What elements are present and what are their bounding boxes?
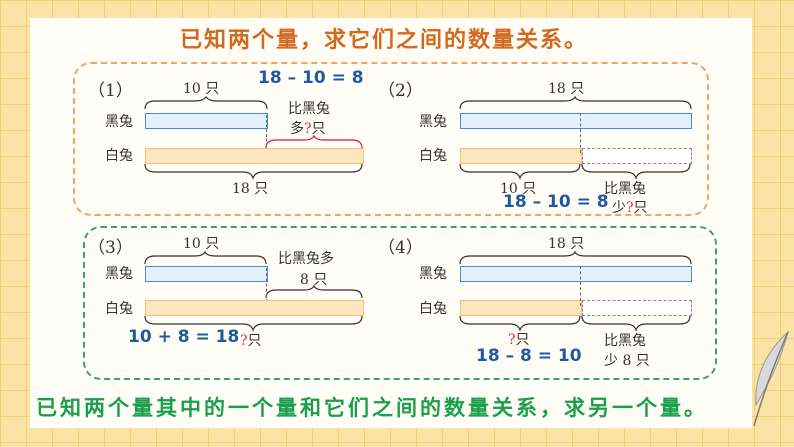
p3-divider-line — [266, 268, 267, 302]
problem-box-top — [73, 62, 709, 216]
problem-1-number: （1） — [88, 81, 133, 101]
p4-black-label: 黑兔 — [419, 266, 447, 282]
p2-top-brace — [459, 95, 692, 110]
p2-top-label: 18 只 — [548, 81, 585, 97]
p3-equation: 10 + 8 = 18 — [128, 327, 240, 347]
p1-diff-brace — [265, 134, 363, 149]
p4-white-label: 白兔 — [419, 301, 447, 317]
p3-top-label: 10 只 — [183, 236, 220, 252]
p3-diff-label-b: 8 只 — [300, 272, 328, 288]
problem-2-number: （2） — [378, 81, 423, 101]
p4-diff-label-a: 比黑兔 — [604, 333, 646, 349]
p4-diff-label-b: 少 8 只 — [604, 353, 650, 369]
p3-white-label: 白兔 — [105, 301, 133, 317]
p1-black-label: 黑兔 — [105, 114, 133, 130]
p3-bottom-brace — [144, 315, 363, 332]
p3-black-label: 黑兔 — [105, 266, 133, 282]
p2-diff-label-b: 少?只 — [612, 200, 648, 216]
problem-box-bottom — [83, 226, 717, 380]
p3-top-brace — [144, 250, 267, 265]
p2-left-brace — [459, 163, 581, 180]
p2-diff-label-a: 比黑兔 — [604, 181, 646, 197]
footer-conclusion: 已知两个量其中的一个量和它们之间的数量关系，求另一个量。 — [36, 395, 708, 420]
p2-white-missing-bar — [582, 148, 692, 164]
p2-divider-line — [580, 113, 581, 153]
p2-equation: 18 – 10 = 8 — [503, 192, 609, 212]
p4-divider-line — [580, 266, 581, 306]
p4-left-brace — [459, 315, 581, 332]
p3-diff-brace — [265, 284, 363, 299]
p4-black-bar — [460, 266, 692, 282]
p1-bottom-brace — [144, 163, 363, 180]
p1-equation: 18 – 10 = 8 — [258, 68, 364, 88]
feather-icon — [753, 330, 789, 427]
p4-equation: 18 – 8 = 10 — [476, 346, 582, 366]
p4-top-brace — [459, 250, 692, 265]
problem-3-number: （3） — [88, 238, 133, 258]
p1-top-label: 10 只 — [183, 81, 220, 97]
p2-left-label: 10 只 — [500, 181, 537, 197]
p3-black-bar — [145, 266, 268, 282]
p4-diff-brace — [581, 315, 691, 332]
p2-black-bar — [460, 113, 692, 129]
problem-4-number: （4） — [378, 238, 423, 258]
p2-diff-brace — [581, 163, 691, 180]
p3-bottom-label: ?只 — [240, 333, 262, 349]
p4-top-label: 18 只 — [548, 236, 585, 252]
p3-white-bar — [145, 300, 364, 316]
p2-white-label: 白兔 — [419, 148, 447, 164]
p1-top-brace — [144, 96, 268, 110]
p1-diff-label-b: 多?只 — [290, 121, 326, 137]
p1-white-bar — [145, 148, 364, 164]
p3-diff-label-a: 比黑兔多 — [278, 251, 334, 267]
p4-left-label: ?只 — [508, 332, 530, 348]
p4-white-missing-bar — [582, 300, 692, 316]
p1-divider-line — [266, 115, 267, 151]
p2-black-label: 黑兔 — [419, 114, 447, 130]
p1-white-label: 白兔 — [105, 148, 133, 164]
p2-white-bar — [460, 148, 582, 164]
page-title: 已知两个量，求它们之间的数量关系。 — [180, 27, 589, 53]
p1-diff-label-a: 比黑兔 — [288, 101, 330, 117]
p1-black-bar — [145, 113, 268, 129]
card-background — [30, 18, 752, 428]
p1-bottom-label: 18 只 — [232, 181, 269, 197]
p4-white-bar — [460, 300, 582, 316]
